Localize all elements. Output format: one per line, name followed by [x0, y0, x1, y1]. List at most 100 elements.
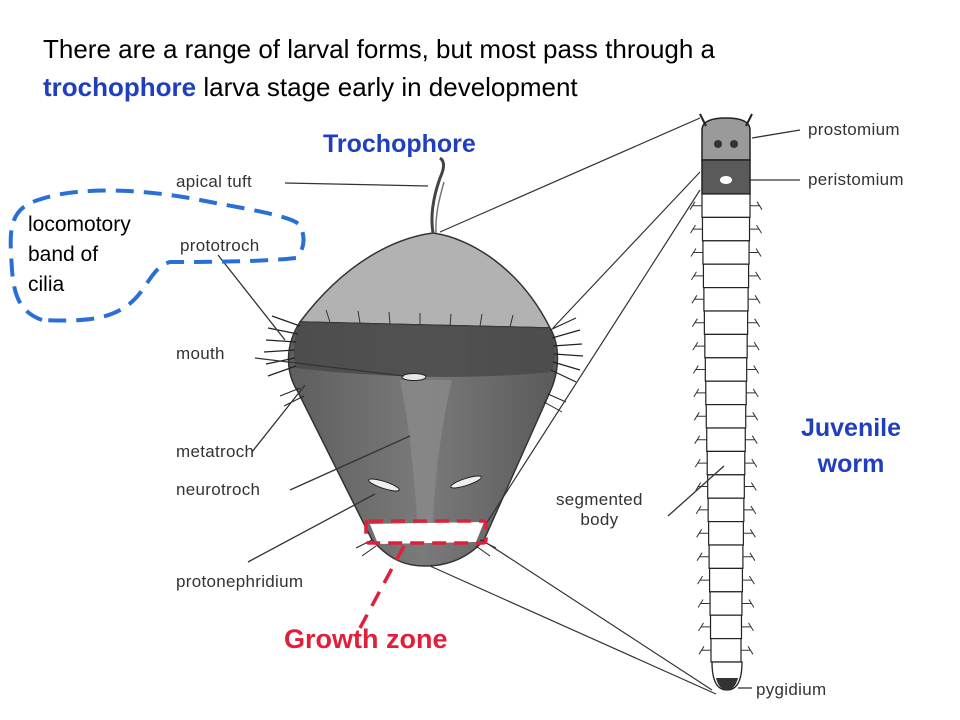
worm-leader-lines [667, 129, 801, 689]
segmented-line1: segmented [556, 490, 643, 509]
parapodium-bristle [696, 552, 710, 561]
slide-title: There are a range of larval forms, but m… [43, 30, 923, 106]
growth-zone-outline [364, 519, 488, 545]
parapodium-bristle [694, 458, 708, 468]
parapodium-bristle [741, 646, 754, 655]
segmented-body-shape [689, 193, 763, 663]
parapodium-bristle [741, 599, 755, 608]
correspondence-lines [429, 117, 717, 695]
worm-segment [702, 240, 750, 265]
worm-segment [703, 310, 749, 335]
worm-segment [701, 193, 751, 218]
parapodium-bristle [690, 248, 703, 257]
label-metatroch: metatroch [176, 442, 255, 461]
parapodium-bristle [690, 271, 704, 281]
prostomium-antennae [699, 113, 753, 127]
label-prototroch: prototroch [180, 236, 260, 255]
episphere-cilia [325, 309, 514, 328]
parapodium-bristle [695, 482, 708, 491]
growth-zone-band [370, 522, 484, 544]
worm-segment [705, 404, 747, 429]
worm-segment [709, 614, 743, 640]
parapodium-bristle [743, 505, 757, 515]
label-mouth: mouth [176, 344, 225, 363]
parapodium-bristle [741, 622, 754, 632]
label-protonephridium: protonephridium [176, 572, 304, 591]
label-apical-tuft: apical tuft [176, 172, 253, 191]
parapodium-bristle [693, 388, 706, 398]
prostomium-shape [701, 117, 751, 161]
apical-tuft-strand [435, 181, 445, 234]
juvenile-line2: worm [817, 450, 885, 478]
parapodium-bristle [742, 552, 756, 561]
parapodium-bristle [746, 365, 760, 374]
worm-segment [703, 287, 749, 312]
annotation-line3: cilia [28, 273, 65, 296]
cilia-annotation: locomotory band of cilia [28, 210, 178, 300]
label-prostomium: prostomium [808, 120, 900, 139]
parapodium-bristle [745, 412, 759, 421]
episphere [298, 232, 552, 329]
annotation-line1: locomotory [28, 213, 131, 236]
parapodium-bristle [697, 599, 711, 608]
parapodium-bristle [747, 341, 760, 351]
juvenile-line1: Juvenile [800, 414, 902, 442]
parapodium-bristle [692, 341, 705, 351]
annotation-line2: band of [28, 243, 99, 266]
parapodium-bristle [743, 529, 756, 538]
parapodium-bristle [749, 248, 762, 257]
worm-segment [707, 474, 745, 499]
title-keyword: trochophore [43, 72, 197, 102]
parapodium-bristle [693, 412, 707, 421]
parapodium-bristle [744, 482, 757, 491]
growth-zone-pointer [358, 545, 406, 629]
worm-segment [704, 357, 748, 382]
worm-segment [708, 544, 744, 569]
worm-segment [706, 427, 746, 452]
parapodium-bristle [696, 529, 709, 538]
cilia-annotation-outline [8, 188, 306, 323]
parapodium-bristle [697, 575, 710, 585]
juvenile-worm [689, 113, 763, 691]
larva-leader-lines [217, 182, 429, 563]
label-peristomium: peristomium [808, 170, 904, 189]
protonephridium-left [368, 478, 400, 492]
worm-segment [708, 520, 744, 546]
worm-segment [706, 450, 746, 476]
mouth-shape [401, 373, 427, 381]
growth-zone-heading: Growth zone [284, 624, 448, 654]
parapodium-bristle [744, 458, 758, 468]
parapodium-bristle [691, 318, 705, 327]
segmented-line2: body [580, 510, 619, 529]
prototroch-cilia-right [549, 317, 584, 383]
worm-segment [705, 380, 747, 406]
parapodium-bristle [695, 505, 709, 515]
label-segmented-body: segmented body [556, 490, 643, 530]
parapodium-bristle [746, 388, 759, 398]
parapodium-bristle [691, 295, 704, 304]
juvenile-worm-heading: Juvenile worm [788, 410, 914, 482]
parapodium-bristle [692, 365, 706, 374]
prototroch-band [293, 322, 555, 377]
parapodium-bristle [749, 224, 762, 234]
neurotroch-band [400, 380, 452, 535]
parapodium-bristle [748, 271, 762, 281]
parapodium-bristle [748, 295, 761, 304]
label-pygidium: pygidium [756, 680, 827, 699]
parapodium-bristle [750, 201, 763, 210]
parapodium-bristle [742, 575, 755, 585]
trochophore-heading: Trochophore [323, 130, 476, 158]
title-line1: There are a range of larval forms, but m… [43, 34, 716, 64]
parapodium-bristle [690, 224, 703, 234]
title-line2: larva stage early in development [196, 72, 578, 102]
worm-segment [704, 333, 748, 359]
worm-segment [707, 497, 745, 523]
worm-segment [702, 263, 750, 289]
worm-segment [709, 591, 743, 616]
parapodium-bristle [745, 435, 758, 444]
trochophore-larva [263, 156, 584, 567]
parapodium-bristle [689, 201, 702, 210]
worm-segment [701, 216, 751, 242]
